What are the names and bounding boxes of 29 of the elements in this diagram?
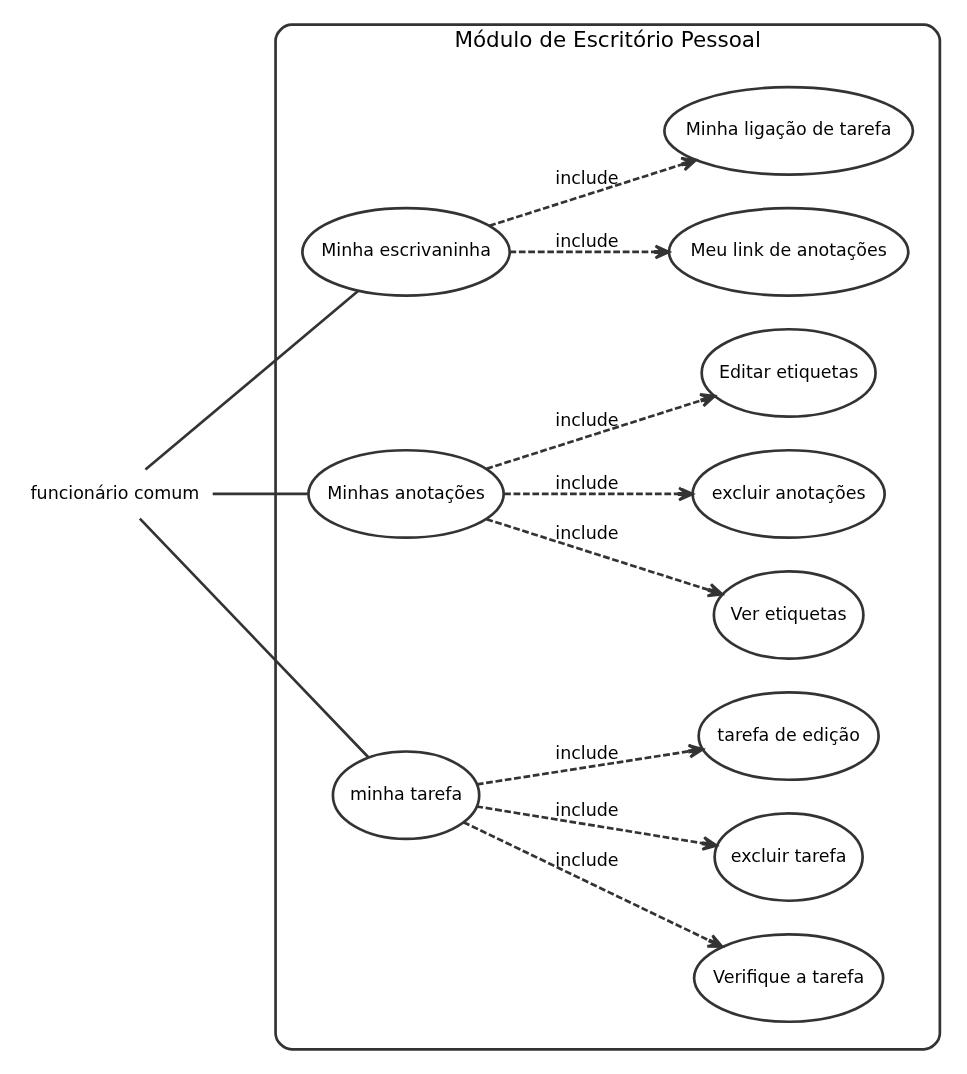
edge-label: include (554, 167, 619, 188)
node-text: funcionário comum (29, 482, 199, 503)
arrow (485, 393, 716, 471)
arrow (462, 820, 723, 948)
edge-label: include (554, 409, 619, 430)
node-ellipse: Meu link de anotações (667, 206, 910, 297)
node-ellipse: excluir anotações (690, 448, 886, 539)
connector (138, 517, 369, 759)
arrow (485, 517, 723, 598)
node-ellipse: Minhas anotações (306, 448, 505, 539)
arrow (476, 743, 704, 786)
node-ellipse: Minha ligação de tarefa (662, 85, 914, 176)
node-ellipse: excluir tarefa (712, 812, 864, 903)
edge-label: include (554, 231, 619, 252)
node-ellipse: tarefa de edição (696, 690, 880, 782)
arrow (475, 805, 718, 851)
arrow (503, 486, 694, 502)
edge-label: include (554, 473, 619, 494)
edge-label: include (554, 849, 619, 870)
edge-label: include (554, 743, 619, 764)
node-ellipse: Minha escrivaninha (300, 206, 511, 297)
arrow (488, 157, 697, 228)
edge-label: include (554, 522, 619, 543)
node-ellipse: minha tarefa (331, 750, 481, 841)
node-ellipse: Ver etiquetas (712, 569, 865, 661)
arrow (509, 244, 670, 260)
connector (212, 492, 308, 496)
connector (144, 289, 359, 471)
edge-label: include (554, 799, 619, 820)
